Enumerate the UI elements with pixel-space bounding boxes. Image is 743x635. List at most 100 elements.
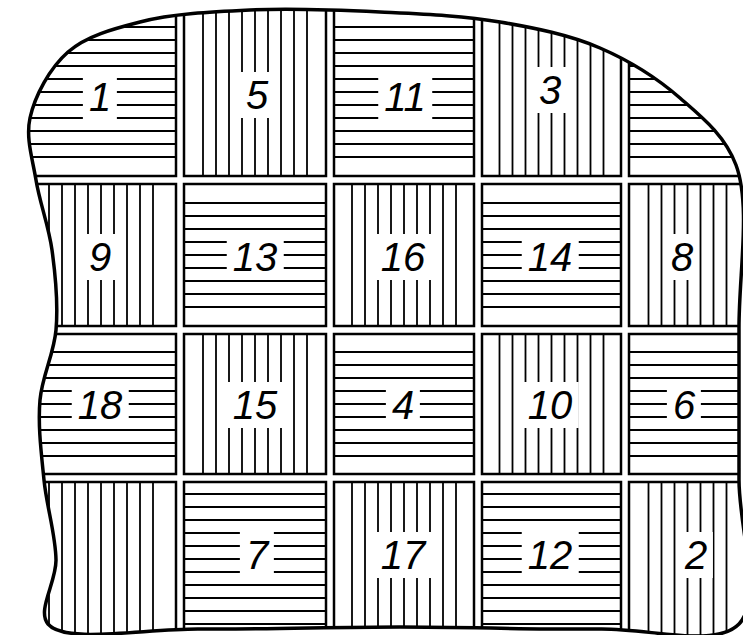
hatch-line [590, 334, 592, 474]
hatch-line [629, 429, 743, 431]
weave-cell [334, 334, 474, 474]
callout-number: 12 [522, 532, 579, 578]
hatch-line [184, 493, 326, 495]
hatch-line [629, 130, 743, 132]
hatch-line [499, 334, 501, 474]
callout-number: 2 [679, 532, 713, 578]
hatch-line [525, 8, 527, 176]
hatch-line [293, 8, 295, 176]
hatch-line [184, 306, 326, 308]
hatch-line [661, 482, 663, 635]
hatch-line [482, 280, 621, 282]
hatch-line [629, 91, 743, 93]
hatch-line [184, 610, 326, 612]
hatch-line [629, 364, 743, 366]
hatch-line [139, 482, 141, 635]
cell-border [184, 334, 326, 474]
hatch-line [499, 8, 501, 176]
hatch-line [334, 143, 474, 145]
weave-cell [184, 334, 326, 474]
hatch-line [184, 506, 326, 508]
hatch-line [26, 156, 176, 158]
hatch-line [713, 184, 715, 326]
hatch-line [726, 184, 728, 326]
hatch-line [482, 623, 621, 625]
hatch-line [482, 610, 621, 612]
cell-border [184, 8, 326, 176]
callout-number: 1 [83, 74, 117, 120]
hatch-line [629, 117, 743, 119]
cell-border [334, 482, 474, 635]
weave-cell [482, 334, 621, 474]
hatch-line [184, 280, 326, 282]
weave-cell [334, 482, 474, 635]
hatch-line [215, 334, 217, 474]
hatch-line [442, 184, 444, 326]
hatch-line [26, 429, 176, 431]
hatch-line [364, 482, 366, 635]
hatch-line [184, 293, 326, 295]
hatch-line [113, 482, 115, 635]
hatch-line [184, 519, 326, 521]
hatch-line [334, 377, 474, 379]
hatch-line [364, 184, 366, 326]
hatch-line [334, 130, 474, 132]
cell-border [482, 184, 621, 326]
hatch-line [74, 482, 76, 635]
weave-cell [482, 482, 621, 635]
hatch-line [202, 334, 204, 474]
hatch-line [351, 184, 353, 326]
callout-number: 7 [240, 532, 274, 578]
hatch-line [306, 334, 308, 474]
callout-number: 4 [386, 382, 420, 428]
weave-cell [482, 184, 621, 326]
hatch-line [455, 184, 457, 326]
hatch-line [629, 442, 743, 444]
hatch-line [726, 482, 728, 635]
cell-border [629, 8, 743, 176]
weave-cell [629, 184, 743, 326]
hatch-line [700, 184, 702, 326]
hatch-line [152, 184, 154, 326]
hatch-line [674, 482, 676, 635]
hatch-line [87, 482, 89, 635]
hatch-line [629, 39, 743, 41]
cell-border [482, 482, 621, 635]
hatch-line [26, 442, 176, 444]
hatch-line [590, 8, 592, 176]
hatch-line [482, 306, 621, 308]
weave-cell [334, 184, 474, 326]
hatch-line [334, 429, 474, 431]
fabric-outline [29, 9, 743, 635]
hatch-line [293, 334, 295, 474]
cell-border [629, 482, 743, 635]
cell-border [334, 184, 474, 326]
hatch-line [184, 215, 326, 217]
hatch-line [26, 130, 176, 132]
hatch-line [334, 26, 474, 28]
hatch-line [512, 334, 514, 474]
hatch-line [61, 184, 63, 326]
callout-number: 15 [227, 382, 284, 428]
hatch-line [26, 39, 176, 41]
weave-cell [334, 8, 474, 176]
hatch-line [482, 506, 621, 508]
hatch-line [603, 334, 605, 474]
hatch-line [306, 8, 308, 176]
hatch-line [280, 8, 282, 176]
hatch-line [629, 26, 743, 28]
hatch-line [482, 493, 621, 495]
hatch-line [629, 455, 743, 457]
hatch-line [126, 482, 128, 635]
hatch-line [482, 215, 621, 217]
hatch-line [334, 65, 474, 67]
callout-number: 8 [665, 234, 699, 280]
hatch-line [26, 65, 176, 67]
hatch-line [26, 26, 176, 28]
hatch-line [512, 8, 514, 176]
hatch-line [100, 482, 102, 635]
hatch-line [648, 184, 650, 326]
hatch-line [482, 202, 621, 204]
hatch-line [26, 143, 176, 145]
hatch-line [184, 228, 326, 230]
